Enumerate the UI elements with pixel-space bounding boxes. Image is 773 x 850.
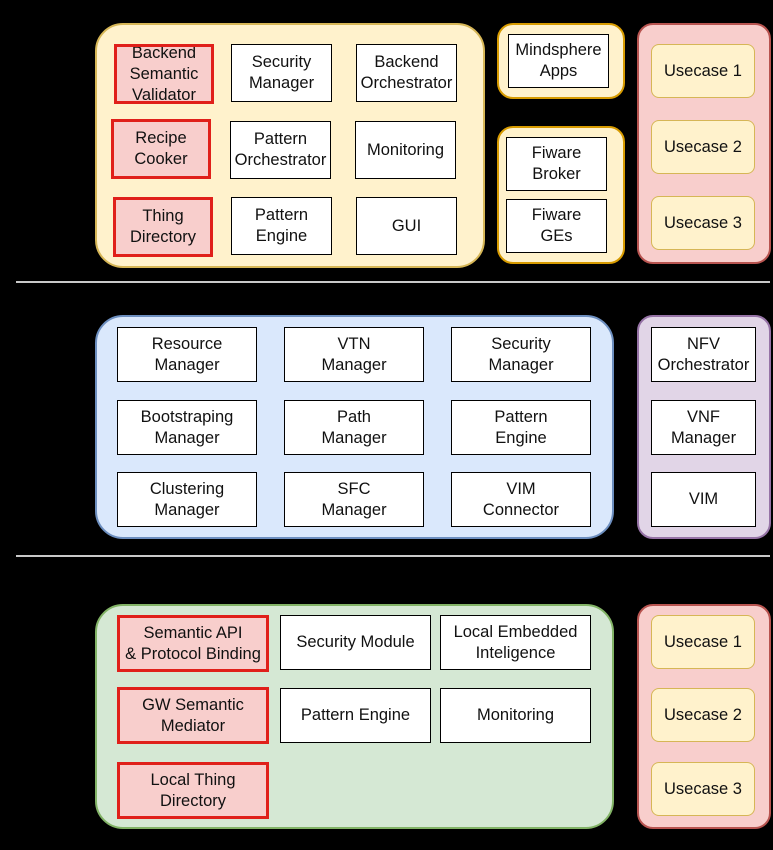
top-usecase-3-box[interactable]: Usecase 3 xyxy=(651,196,755,250)
nfv-orchestrator-box[interactable]: NFV Orchestrator xyxy=(651,327,756,382)
local-embedded-inteligence-box[interactable]: Local Embedded Inteligence xyxy=(440,615,591,670)
clustering-manager-box[interactable]: Clustering Manager xyxy=(117,472,257,527)
gw-semantic-mediator-box[interactable]: GW Semantic Mediator xyxy=(117,687,269,744)
bottom-monitoring-box[interactable]: Monitoring xyxy=(440,688,591,743)
top-separator xyxy=(16,281,770,283)
vnf-manager-box[interactable]: VNF Manager xyxy=(651,400,756,455)
backend-orchestrator-box[interactable]: Backend Orchestrator xyxy=(356,44,457,102)
semantic-api-protocol-binding-box[interactable]: Semantic API & Protocol Binding xyxy=(117,615,269,672)
mindsphere-apps-box[interactable]: Mindsphere Apps xyxy=(508,34,609,88)
thing-directory-box[interactable]: Thing Directory xyxy=(113,197,213,257)
pattern-engine-box[interactable]: Pattern Engine xyxy=(231,197,332,255)
gui-box[interactable]: GUI xyxy=(356,197,457,255)
fiware-broker-box[interactable]: Fiware Broker xyxy=(506,137,607,191)
vtn-manager-box[interactable]: VTN Manager xyxy=(284,327,424,382)
vim-box[interactable]: VIM xyxy=(651,472,756,527)
top-usecase-1-box[interactable]: Usecase 1 xyxy=(651,44,755,98)
resource-manager-box[interactable]: Resource Manager xyxy=(117,327,257,382)
security-manager-box[interactable]: Security Manager xyxy=(231,44,332,102)
backend-semantic-validator-box[interactable]: Backend Semantic Validator xyxy=(114,44,214,104)
bootstraping-manager-box[interactable]: Bootstraping Manager xyxy=(117,400,257,455)
bottom-separator xyxy=(16,555,770,557)
bottom-usecase-2-box[interactable]: Usecase 2 xyxy=(651,688,755,742)
security-module-box[interactable]: Security Module xyxy=(280,615,431,670)
bottom-pattern-engine-box[interactable]: Pattern Engine xyxy=(280,688,431,743)
fiware-ges-box[interactable]: Fiware GEs xyxy=(506,199,607,253)
recipe-cooker-box[interactable]: Recipe Cooker xyxy=(111,119,211,179)
bottom-usecase-1-box[interactable]: Usecase 1 xyxy=(651,615,755,669)
middle-security-manager-box[interactable]: Security Manager xyxy=(451,327,591,382)
pattern-orchestrator-box[interactable]: Pattern Orchestrator xyxy=(230,121,331,179)
middle-pattern-engine-box[interactable]: Pattern Engine xyxy=(451,400,591,455)
vim-connector-box[interactable]: VIM Connector xyxy=(451,472,591,527)
top-usecase-2-box[interactable]: Usecase 2 xyxy=(651,120,755,174)
bottom-usecase-3-box[interactable]: Usecase 3 xyxy=(651,762,755,816)
sfc-manager-box[interactable]: SFC Manager xyxy=(284,472,424,527)
monitoring-box[interactable]: Monitoring xyxy=(355,121,456,179)
local-thing-directory-box[interactable]: Local Thing Directory xyxy=(117,762,269,819)
path-manager-box[interactable]: Path Manager xyxy=(284,400,424,455)
